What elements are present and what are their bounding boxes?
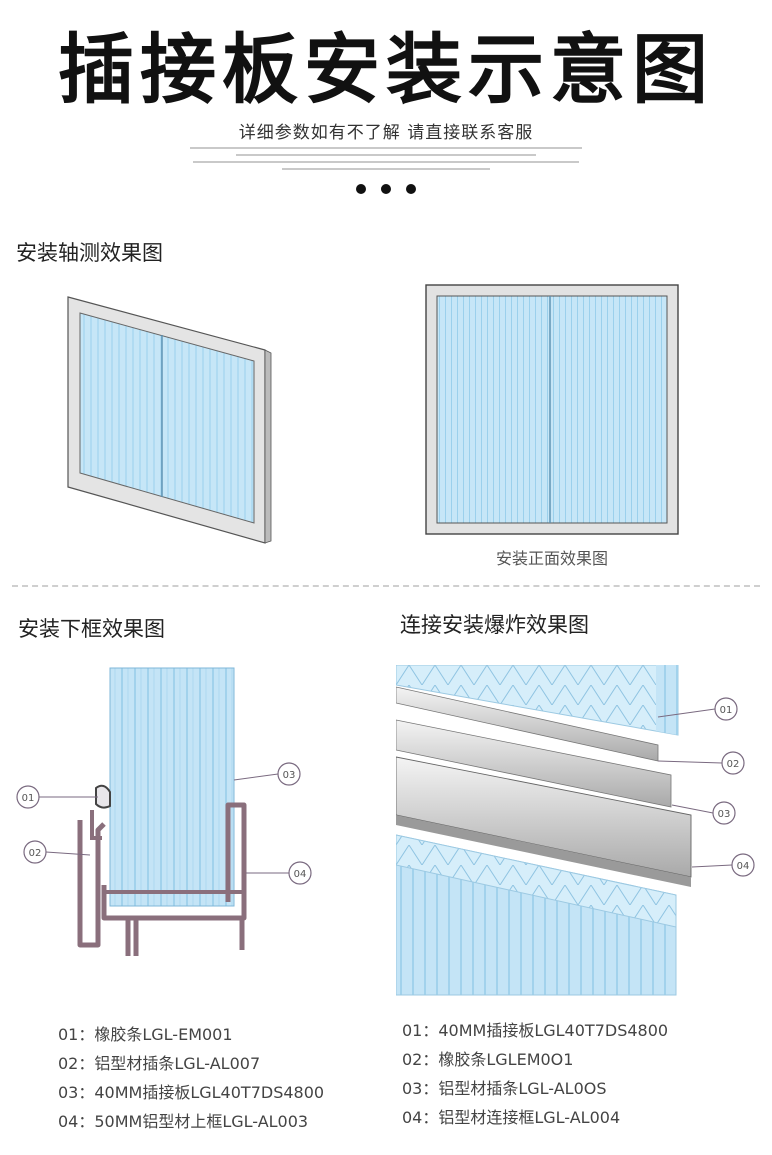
callout-04: 04 bbox=[691, 853, 755, 877]
isometric-window-illustration bbox=[67, 296, 272, 544]
legend-item: 01：橡胶条LGL-EM001 bbox=[58, 1025, 233, 1044]
callout-01: 01 bbox=[657, 697, 738, 721]
exploded-view-illustration: 01 02 03 04 bbox=[396, 665, 755, 996]
callout-04: 04 bbox=[246, 861, 312, 885]
front-view-caption: 安装正面效果图 bbox=[496, 549, 609, 568]
legend-item: 01：40MM插接板LGL40T7DS4800 bbox=[402, 1021, 669, 1040]
legend-right: 01：40MM插接板LGL40T7DS4800 02：橡胶条LGLEM0O1 0… bbox=[402, 1016, 668, 1132]
section-divider bbox=[12, 585, 760, 587]
callout-03: 03 bbox=[671, 801, 736, 825]
dots-decoration bbox=[356, 184, 416, 194]
legend-item: 02：铝型材插条LGL-AL007 bbox=[58, 1054, 261, 1073]
legend-item: 02：橡胶条LGLEM0O1 bbox=[402, 1050, 574, 1069]
callout-02: 02 bbox=[23, 840, 91, 864]
legend-item: 04：50MM铝型材上框LGL-AL003 bbox=[58, 1112, 309, 1131]
callout-label: 04 bbox=[737, 861, 750, 872]
callout-label: 02 bbox=[727, 759, 740, 770]
legend-item: 03：铝型材插条LGL-AL0OS bbox=[402, 1079, 607, 1098]
dot bbox=[356, 184, 366, 194]
callout-01: 01 bbox=[16, 785, 98, 809]
page-subtitle: 详细参数如有不了解 请直接联系客服 bbox=[238, 123, 534, 143]
callout-label: 01 bbox=[720, 705, 733, 716]
section-title-isometric: 安装轴测效果图 bbox=[16, 241, 163, 265]
callout-03: 03 bbox=[233, 762, 301, 786]
legend-left: 01：橡胶条LGL-EM001 02：铝型材插条LGL-AL007 03：40M… bbox=[58, 1020, 324, 1136]
callout-label: 03 bbox=[283, 770, 296, 781]
bottom-frame-section-illustration: 01 02 03 04 bbox=[16, 667, 312, 956]
callout-label: 03 bbox=[718, 809, 731, 820]
legend-item: 03：40MM插接板LGL40T7DS4800 bbox=[58, 1083, 325, 1102]
fine-print-decoration bbox=[190, 142, 582, 170]
legend-item: 04：铝型材连接框LGL-AL004 bbox=[402, 1108, 621, 1127]
section-title-bottom-frame: 安装下框效果图 bbox=[18, 617, 165, 641]
front-window-illustration bbox=[425, 284, 679, 535]
section-title-exploded: 连接安装爆炸效果图 bbox=[400, 613, 589, 637]
callout-label: 01 bbox=[22, 793, 35, 804]
callout-label: 02 bbox=[29, 848, 42, 859]
callout-label: 04 bbox=[294, 869, 307, 880]
dot bbox=[406, 184, 416, 194]
page-title: 插接板安装示意图 bbox=[58, 25, 714, 114]
callout-02: 02 bbox=[657, 751, 745, 775]
dot bbox=[381, 184, 391, 194]
